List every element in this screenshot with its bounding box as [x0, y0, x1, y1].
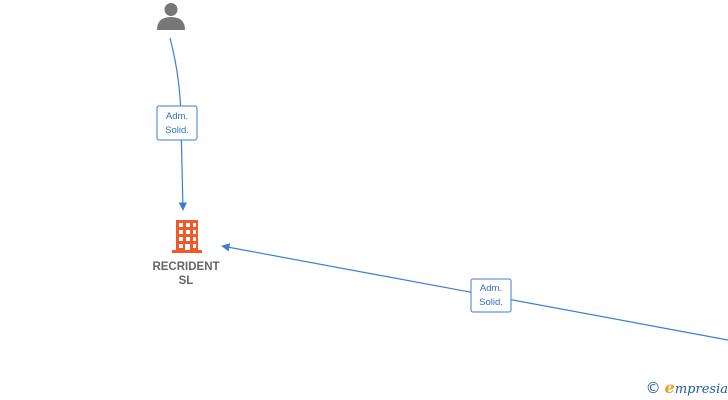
edge-label-box	[470, 278, 512, 313]
company-node[interactable]: RECRIDENT SL	[152, 220, 220, 287]
person-node[interactable]	[157, 3, 185, 30]
brand-logo: empresia	[665, 378, 728, 397]
edge-label[interactable]: Adm. Solid.	[156, 105, 198, 141]
edge-label-line2: Solid.	[479, 297, 503, 308]
brand-initial: e	[664, 378, 675, 397]
copyright-icon: ©	[645, 378, 661, 397]
edge-label[interactable]: Adm. Solid.	[470, 278, 512, 313]
edge-offscreen-to-company[interactable]: Adm. Solid.	[221, 243, 728, 341]
edge-label-line1: Adm.	[480, 283, 502, 294]
edge-label-line1: Adm.	[166, 111, 188, 122]
brand-name: mpresia	[674, 382, 728, 397]
company-name-line1: RECRIDENT	[152, 261, 219, 273]
person-icon	[157, 3, 185, 30]
edge-label-line2: Solid.	[165, 125, 189, 136]
edge-person-to-company[interactable]: Adm. Solid.	[156, 37, 198, 211]
company-name-line2: SL	[179, 275, 194, 287]
watermark: © empresia	[646, 378, 728, 397]
edge-label-box	[156, 105, 198, 141]
building-icon	[172, 220, 202, 253]
